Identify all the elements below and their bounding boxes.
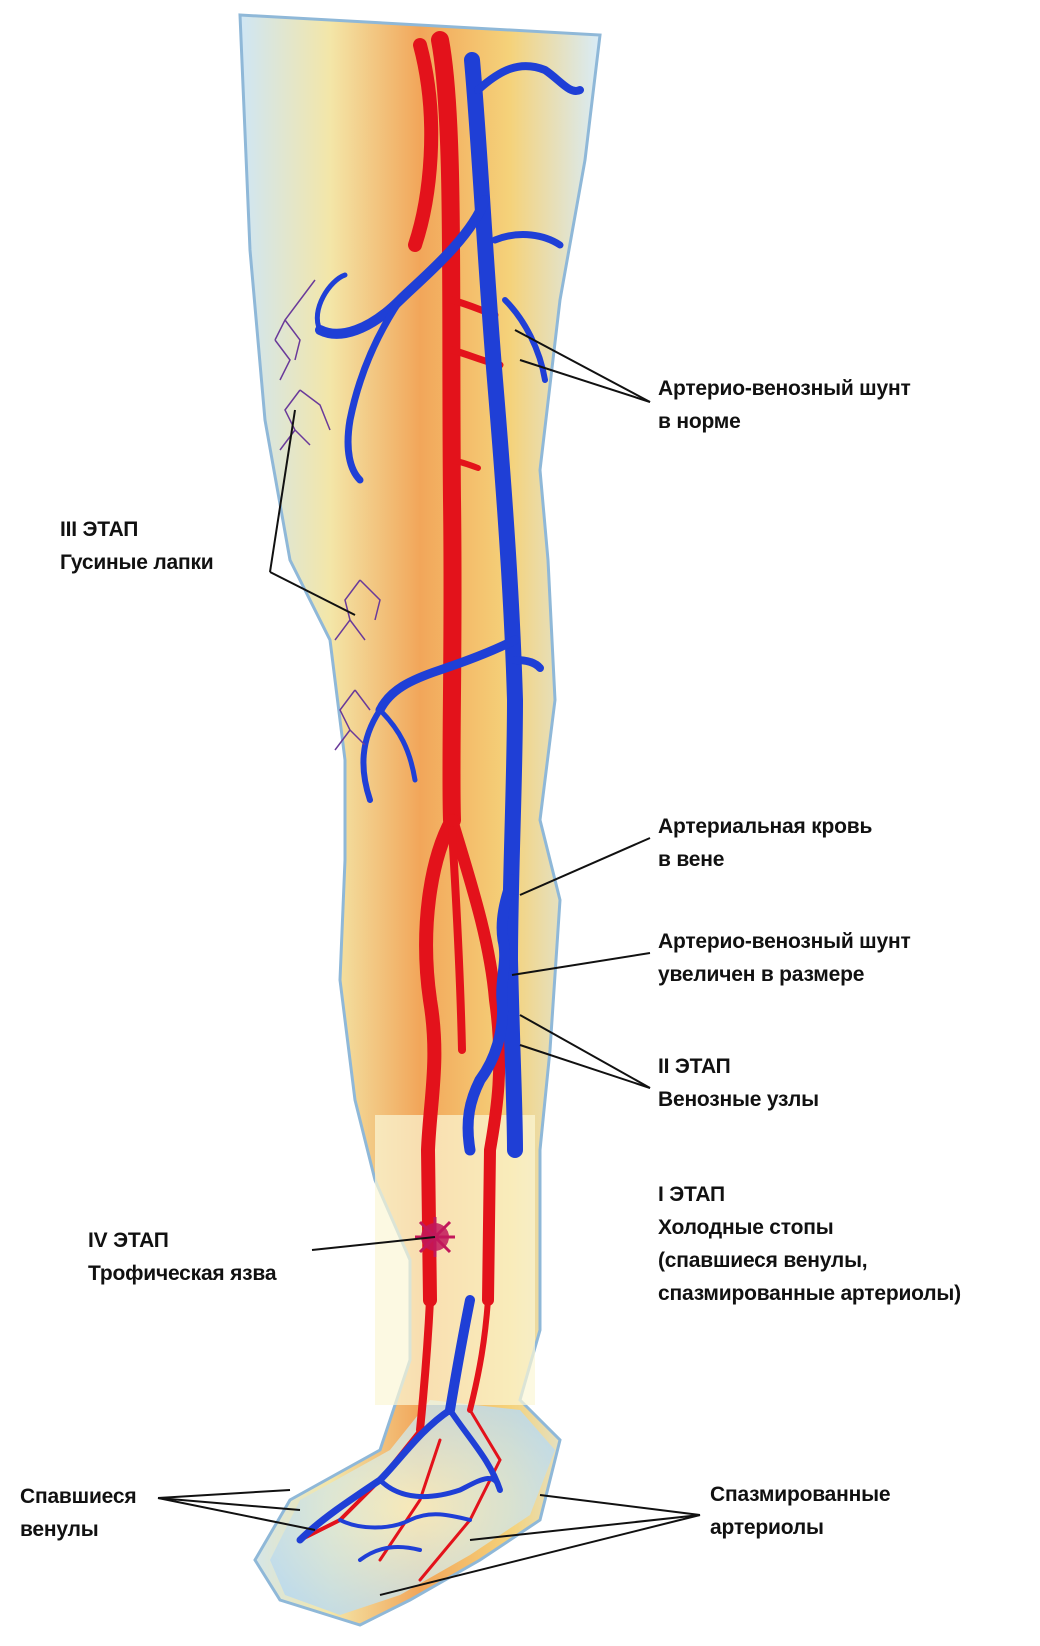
label-av-shunt-enlarged: Артерио-венозный шунт увеличен в размере xyxy=(658,925,911,991)
label-line: увеличен в размере xyxy=(658,958,911,991)
label-line: (спавшиеся венулы, xyxy=(658,1244,961,1277)
label-line: I ЭТАП xyxy=(658,1178,961,1211)
label-line: Венозные узлы xyxy=(658,1083,819,1116)
label-line: спазмированные артериолы) xyxy=(658,1277,961,1310)
label-line: IV ЭТАП xyxy=(88,1224,276,1257)
label-stage-1: I ЭТАП Холодные стопы (спавшиеся венулы,… xyxy=(658,1178,961,1310)
label-av-shunt-normal: Артерио-венозный шунт в норме xyxy=(658,372,911,438)
label-line: в вене xyxy=(658,843,872,876)
label-arterial-blood-in-vein: Артериальная кровь в вене xyxy=(658,810,872,876)
label-stage-2: II ЭТАП Венозные узлы xyxy=(658,1050,819,1116)
label-stage-3: III ЭТАП Гусиные лапки xyxy=(60,513,214,579)
label-line: в норме xyxy=(658,405,911,438)
label-line: Спавшиеся xyxy=(20,1480,136,1513)
label-line: венулы xyxy=(20,1513,136,1546)
label-line: Артериальная кровь xyxy=(658,810,872,843)
leg-silhouette xyxy=(240,15,600,1625)
label-line: Трофическая язва xyxy=(88,1257,276,1290)
label-line: артериолы xyxy=(710,1511,890,1544)
label-stage-4: IV ЭТАП Трофическая язва xyxy=(88,1224,276,1290)
label-line: Артерио-венозный шунт xyxy=(658,925,911,958)
label-line: Артерио-венозный шунт xyxy=(658,372,911,405)
label-line: II ЭТАП xyxy=(658,1050,819,1083)
label-spasmed-arterioles: Спазмированные артериолы xyxy=(710,1478,890,1544)
label-line: III ЭТАП xyxy=(60,513,214,546)
label-collapsed-venules: Спавшиеся венулы xyxy=(20,1480,136,1546)
label-line: Холодные стопы xyxy=(658,1211,961,1244)
label-line: Гусиные лапки xyxy=(60,546,214,579)
label-line: Спазмированные xyxy=(710,1478,890,1511)
